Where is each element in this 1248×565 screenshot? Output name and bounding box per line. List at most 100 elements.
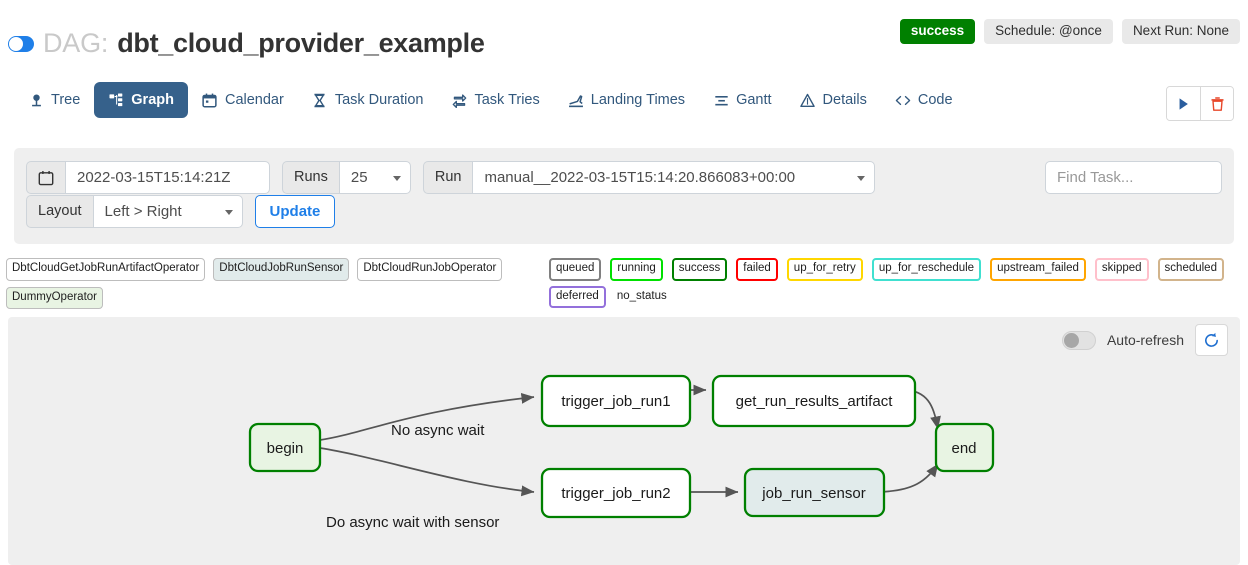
code-icon [895, 92, 911, 108]
triangle-icon [800, 92, 816, 108]
runs-label: Runs [282, 161, 339, 194]
legend-operators: DbtCloudGetJobRunArtifactOperator DbtClo… [6, 258, 546, 309]
calendar-icon [202, 92, 218, 108]
tree-icon [28, 92, 44, 108]
legend-operator-item[interactable]: DbtCloudJobRunSensor [213, 258, 350, 281]
legend-status-upstream-failed: upstream_failed [990, 258, 1086, 281]
legend-status-up-for-reschedule: up_for_reschedule [871, 258, 982, 281]
legend-status-deferred: deferred [549, 285, 606, 308]
refresh-button[interactable] [1195, 324, 1228, 356]
legend-status-up-for-retry: up_for_retry [786, 258, 863, 281]
graph-panel: Auto-refresh [8, 317, 1240, 565]
node-label: job_run_sensor [761, 485, 865, 502]
edge-label-do-async-wait: Do async wait with sensor [326, 514, 499, 531]
status-badge: success [899, 19, 976, 44]
schedule-badge: Schedule: @once [984, 19, 1113, 44]
gantt-icon [713, 92, 729, 108]
num-runs-value: 25 [350, 169, 368, 186]
legend-operator-item[interactable]: DbtCloudGetJobRunArtifactOperator [6, 258, 206, 281]
legend-statuses: queued running success failed up_for_ret… [549, 258, 1244, 308]
page-header: DAG: dbt_cloud_provider_example success … [0, 0, 1248, 72]
tab-label: Details [822, 92, 867, 108]
layout-select[interactable]: Left > Right [92, 195, 243, 228]
edge-sensor-to-end [877, 463, 939, 493]
chevron-down-icon [392, 175, 401, 181]
run-select[interactable]: manual__2022-03-15T15:14:20.866083+00:00 [472, 161, 876, 194]
layout-label: Layout [26, 195, 93, 228]
num-runs-group: Runs 25 [282, 161, 411, 194]
edge-begin-to-trigger-job-run2 [319, 447, 535, 497]
layout-group: Layout Left > Right [26, 195, 243, 228]
tab-task-duration[interactable]: Task Duration [298, 82, 438, 118]
auto-refresh-toggle[interactable] [1061, 330, 1096, 350]
dag-name: dbt_cloud_provider_example [117, 28, 485, 58]
node-label: trigger_job_run1 [561, 393, 670, 410]
tab-code[interactable]: Code [881, 82, 967, 118]
legend-status-scheduled: scheduled [1157, 258, 1224, 281]
edge-begin-to-trigger-job-run1 [319, 392, 535, 441]
run-group: Run manual__2022-03-15T15:14:20.866083+0… [422, 161, 876, 194]
tab-label: Calendar [224, 92, 284, 108]
tab-task-tries[interactable]: Task Tries [437, 82, 553, 118]
run-label: Run [422, 161, 473, 194]
legend-status-queued: queued [549, 258, 602, 281]
play-icon [1179, 97, 1188, 110]
filter-row-layout: Layout Left > Right Update [26, 195, 336, 228]
tab-details[interactable]: Details [786, 82, 881, 118]
node-label: begin [267, 440, 304, 457]
hourglass-icon [312, 92, 328, 108]
graph-icon [108, 92, 124, 108]
trigger-dag-button[interactable] [1167, 87, 1200, 120]
auto-refresh-label: Auto-refresh [1106, 332, 1184, 348]
graph-node-end[interactable]: end [934, 422, 995, 473]
legend-status-no-status: no_status [616, 289, 667, 302]
find-task-input[interactable]: Find Task... [1045, 161, 1222, 194]
graph-node-trigger-job-run1[interactable]: trigger_job_run1 [540, 374, 692, 428]
view-tabs-row: Tree Graph Calendar Task Duration [0, 82, 1248, 130]
retry-icon [451, 92, 467, 108]
next-run-badge: Next Run: None [1121, 19, 1240, 44]
update-button[interactable]: Update [254, 195, 336, 228]
tab-calendar[interactable]: Calendar [188, 82, 298, 118]
landing-icon [568, 92, 584, 108]
delete-dag-button[interactable] [1200, 87, 1233, 120]
graph-node-get-run-results-artifact[interactable]: get_run_results_artifact [711, 374, 917, 428]
node-label: end [951, 440, 976, 457]
graph-node-begin[interactable]: begin [248, 422, 322, 473]
tab-label: Landing Times [590, 92, 686, 108]
tab-label: Task Duration [334, 92, 424, 108]
tab-label: Gantt [736, 92, 772, 108]
dag-label: DAG: [43, 28, 109, 58]
tab-landing-times[interactable]: Landing Times [554, 82, 699, 118]
view-tabs: Tree Graph Calendar Task Duration [14, 82, 967, 118]
chevron-down-icon [857, 175, 866, 181]
legend-status-running: running [610, 258, 663, 281]
calendar-icon [26, 161, 65, 194]
legend-operator-item[interactable]: DummyOperator [6, 286, 103, 309]
tab-label: Task Tries [474, 92, 540, 108]
base-date-input[interactable]: 2022-03-15T15:14:21Z [65, 161, 270, 194]
tab-label: Graph [131, 92, 174, 108]
dag-action-buttons [1166, 86, 1234, 121]
legend-operator-item[interactable]: DbtCloudRunJobOperator [357, 258, 503, 281]
legend-status-skipped: skipped [1094, 258, 1149, 281]
tab-tree[interactable]: Tree [14, 82, 94, 118]
graph-node-trigger-job-run2[interactable]: trigger_job_run2 [540, 467, 692, 519]
dag-paused-toggle[interactable] [8, 35, 34, 52]
legend-status-failed: failed [736, 258, 778, 281]
filter-panel: 2022-03-15T15:14:21Z Runs 25 Run manual_… [14, 148, 1234, 244]
tab-label: Code [917, 92, 953, 108]
tab-graph[interactable]: Graph [94, 82, 188, 118]
edge-label-no-async-wait: No async wait [391, 422, 485, 439]
graph-node-job-run-sensor[interactable]: job_run_sensor [743, 467, 886, 518]
tab-gantt[interactable]: Gantt [699, 82, 785, 118]
tab-label: Tree [51, 92, 81, 108]
chevron-down-icon [224, 209, 233, 215]
num-runs-select[interactable]: 25 [338, 161, 411, 194]
dag-graph-canvas[interactable]: No async wait Do async wait with sensor … [8, 317, 1240, 565]
dag-title: DAG: dbt_cloud_provider_example [8, 28, 485, 59]
run-value: manual__2022-03-15T15:14:20.866083+00:00 [484, 169, 796, 186]
header-badges: success Schedule: @once Next Run: None [899, 19, 1240, 44]
node-label: trigger_job_run2 [561, 485, 670, 502]
